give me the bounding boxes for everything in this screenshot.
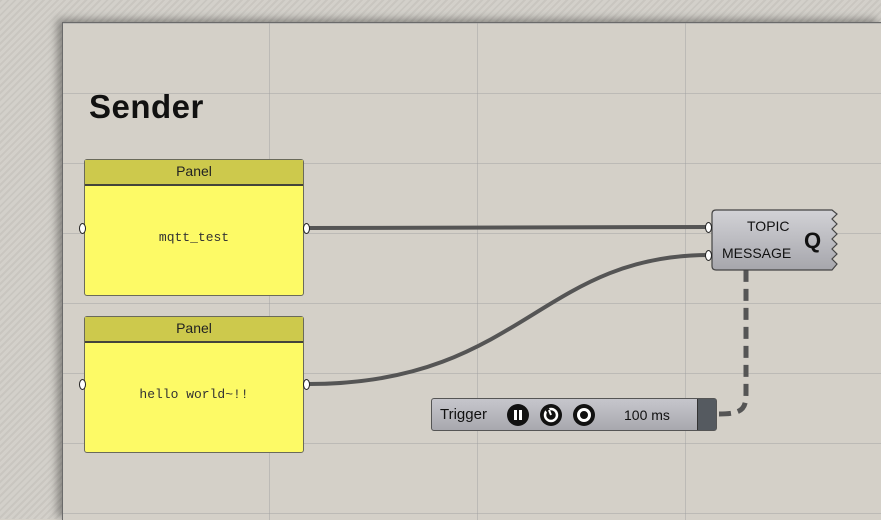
trigger-component[interactable]: Trigger 100 ms [431, 398, 717, 431]
panel-output-port[interactable] [303, 379, 310, 390]
group-title: Sender [89, 88, 204, 125]
panel-message[interactable]: Panel hello world~!! [84, 316, 304, 453]
pause-icon[interactable] [507, 404, 529, 426]
panel-input-port[interactable] [79, 223, 86, 234]
trigger-label: Trigger [440, 406, 487, 423]
reset-icon[interactable] [540, 404, 562, 426]
record-icon[interactable] [573, 404, 595, 426]
trigger-interval[interactable]: 100 ms [624, 407, 670, 423]
panel-header: Panel [85, 317, 303, 343]
panel-header: Panel [85, 160, 303, 186]
mqtt-publish-icon: Q [804, 228, 822, 253]
wire-topic [308, 225, 710, 230]
input-message-port[interactable] [705, 250, 712, 261]
panel-value: hello world~!! [139, 387, 249, 402]
trigger-grip[interactable] [697, 399, 716, 430]
input-topic-label: TOPIC [747, 218, 790, 234]
input-topic-port[interactable] [705, 222, 712, 233]
panel-output-port[interactable] [303, 223, 310, 234]
panel-input-port[interactable] [79, 379, 86, 390]
input-message-label: MESSAGE [722, 245, 792, 261]
panel-topic[interactable]: Panel mqtt_test [84, 159, 304, 296]
panel-value: mqtt_test [158, 230, 230, 245]
wire-trigger [718, 270, 749, 417]
wire-message [308, 253, 710, 386]
